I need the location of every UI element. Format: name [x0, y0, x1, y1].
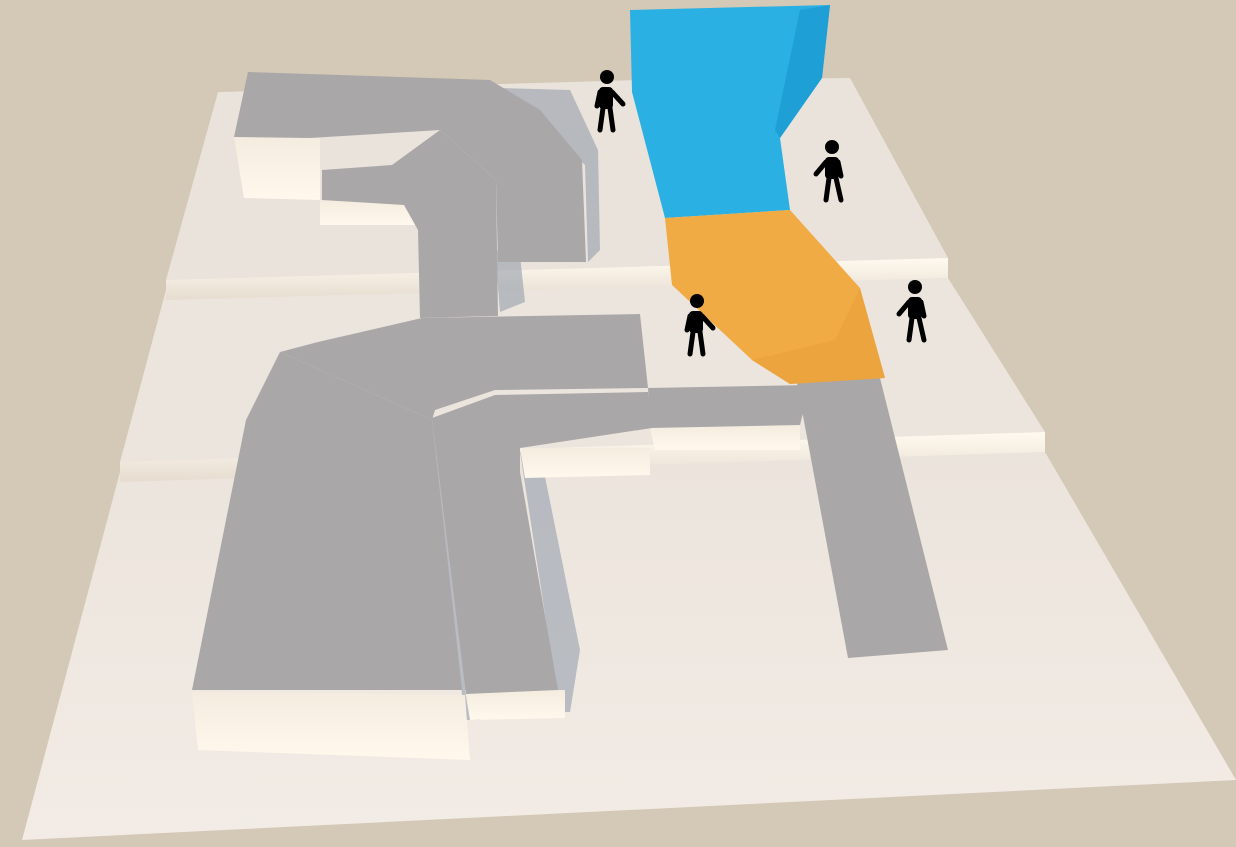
wall [520, 448, 650, 478]
wall [465, 690, 565, 720]
wall [234, 137, 320, 200]
building-block-link [648, 385, 810, 428]
wall [192, 692, 470, 760]
wall [650, 425, 800, 450]
